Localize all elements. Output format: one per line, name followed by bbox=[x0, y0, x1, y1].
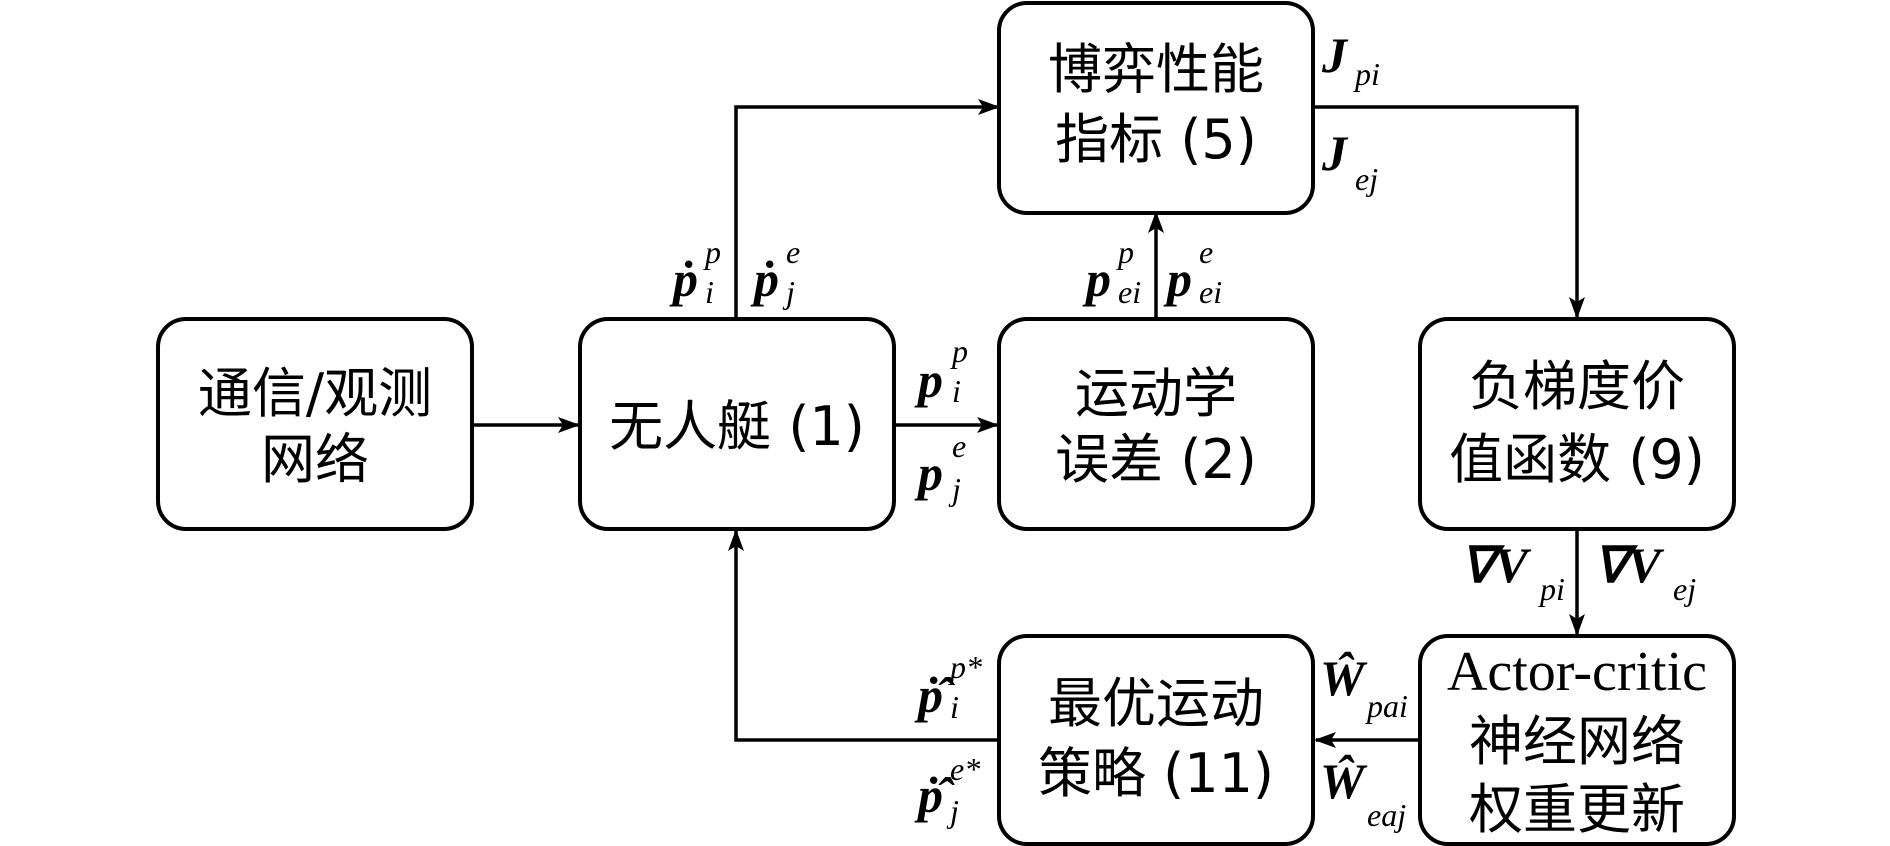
label-W-eaj-base: Ŵ bbox=[1320, 753, 1368, 809]
label-pdot-hat-p-i-sub: i bbox=[950, 689, 959, 725]
comm-network-box: 通信/观测 网络 bbox=[156, 317, 474, 531]
label-pdot-e-j: ṗ e j bbox=[750, 234, 800, 310]
comm-network-line2: 网络 bbox=[261, 428, 369, 491]
label-p-e-j: p e j bbox=[914, 428, 966, 507]
kinematic-error-line2: 误差 (2) bbox=[1055, 428, 1257, 491]
label-gradV-pi: ∇V pi bbox=[1461, 537, 1565, 607]
label-J-ej-base: J bbox=[1321, 125, 1349, 181]
label-W-pai-sub: pai bbox=[1365, 688, 1408, 724]
label-gradV-pi-sub: pi bbox=[1538, 571, 1565, 607]
arrow-usv-to-perf bbox=[734, 99, 1000, 319]
kinematic-error-line1: 运动学 bbox=[1075, 362, 1237, 425]
label-p-e-ei: p e ei bbox=[1163, 234, 1222, 310]
actor-critic-line3: 权重更新 bbox=[1469, 778, 1685, 841]
label-p-e-j-base: p bbox=[914, 445, 943, 501]
label-p-p-i-sup: p bbox=[950, 333, 968, 369]
label-p-p-ei: p p ei bbox=[1082, 234, 1141, 310]
label-J-pi-sub: pi bbox=[1353, 56, 1380, 92]
label-W-pai-base: Ŵ bbox=[1320, 650, 1368, 706]
usv-box: 无人艇 (1) bbox=[578, 317, 896, 531]
label-W-pai: Ŵ pai bbox=[1320, 650, 1408, 724]
game-performance-line2: 指标 (5) bbox=[1055, 108, 1257, 171]
label-gradV-ej-sub: ej bbox=[1673, 571, 1696, 607]
label-pdot-e-j-sub: j bbox=[782, 274, 795, 310]
optimal-policy-line1: 最优运动 bbox=[1048, 672, 1264, 735]
label-p-p-i-base: p bbox=[914, 352, 943, 408]
label-pdot-hat-p-i-sup: p* bbox=[948, 649, 982, 685]
label-p-e-ei-sub: ei bbox=[1199, 274, 1222, 310]
label-pdot-e-j-base: ṗ bbox=[750, 251, 779, 307]
comm-network-line1: 通信/观测 bbox=[198, 362, 432, 425]
label-p-p-ei-sup: p bbox=[1116, 234, 1134, 270]
label-pdot-e-j-sup: e bbox=[786, 234, 800, 270]
label-pdot-hat-e-j-sub: j bbox=[946, 793, 959, 829]
actor-critic-line1: Actor-critic bbox=[1447, 641, 1707, 703]
optimal-policy-box: 最优运动 策略 (11) bbox=[997, 634, 1315, 846]
label-pdot-hat-e-j: ṗ̂ e* j bbox=[914, 751, 980, 829]
label-p-p-i-sub: i bbox=[952, 373, 961, 409]
label-p-p-i: p p i bbox=[914, 333, 968, 409]
label-pdot-p-i: ṗ p i bbox=[669, 234, 721, 310]
label-W-eaj-sub: eaj bbox=[1367, 797, 1406, 833]
actor-critic-box: Actor-critic 神经网络 权重更新 bbox=[1418, 634, 1736, 846]
label-J-ej: J ej bbox=[1321, 125, 1378, 197]
label-p-e-ei-base: p bbox=[1163, 251, 1192, 307]
label-pdot-hat-p-i-base: ṗ̂ bbox=[914, 667, 955, 723]
arrow-perf-to-neg bbox=[1314, 105, 1585, 319]
label-pdot-hat-p-i: ṗ̂ p* i bbox=[914, 649, 982, 725]
neg-gradient-value-box: 负梯度价 值函数 (9) bbox=[1418, 317, 1736, 531]
label-pdot-hat-e-j-base: ṗ̂ bbox=[914, 767, 955, 823]
label-p-e-j-sup: e bbox=[952, 428, 966, 464]
neg-gradient-value-line2: 值函数 (9) bbox=[1449, 428, 1705, 491]
label-J-ej-sub: ej bbox=[1355, 161, 1378, 197]
label-J-pi-base: J bbox=[1321, 27, 1349, 83]
label-p-e-ei-sup: e bbox=[1199, 234, 1213, 270]
game-performance-line1: 博弈性能 bbox=[1048, 38, 1264, 101]
label-pdot-p-i-sup: p bbox=[703, 234, 721, 270]
game-performance-box: 博弈性能 指标 (5) bbox=[997, 1, 1315, 215]
label-gradV-pi-base: ∇V bbox=[1461, 537, 1531, 593]
actor-critic-line2: 神经网络 bbox=[1469, 710, 1685, 773]
label-p-e-j-sub: j bbox=[948, 471, 961, 507]
label-W-eaj: Ŵ eaj bbox=[1320, 753, 1406, 833]
label-J-pi: J pi bbox=[1321, 27, 1380, 92]
label-gradV-ej-base: ∇V bbox=[1594, 537, 1664, 593]
kinematic-error-box: 运动学 误差 (2) bbox=[997, 317, 1315, 531]
usv-label: 无人艇 (1) bbox=[609, 395, 865, 458]
label-pdot-p-i-base: ṗ bbox=[669, 251, 698, 307]
label-gradV-ej: ∇V ej bbox=[1594, 537, 1696, 607]
label-p-p-ei-base: p bbox=[1082, 251, 1111, 307]
label-pdot-hat-e-j-sup: e* bbox=[950, 751, 980, 787]
neg-gradient-value-line1: 负梯度价 bbox=[1469, 355, 1685, 418]
label-pdot-p-i-sub: i bbox=[705, 274, 714, 310]
arrow-opt-to-usv bbox=[728, 529, 997, 742]
optimal-policy-line2: 策略 (11) bbox=[1038, 742, 1274, 805]
label-p-p-ei-sub: ei bbox=[1118, 274, 1141, 310]
